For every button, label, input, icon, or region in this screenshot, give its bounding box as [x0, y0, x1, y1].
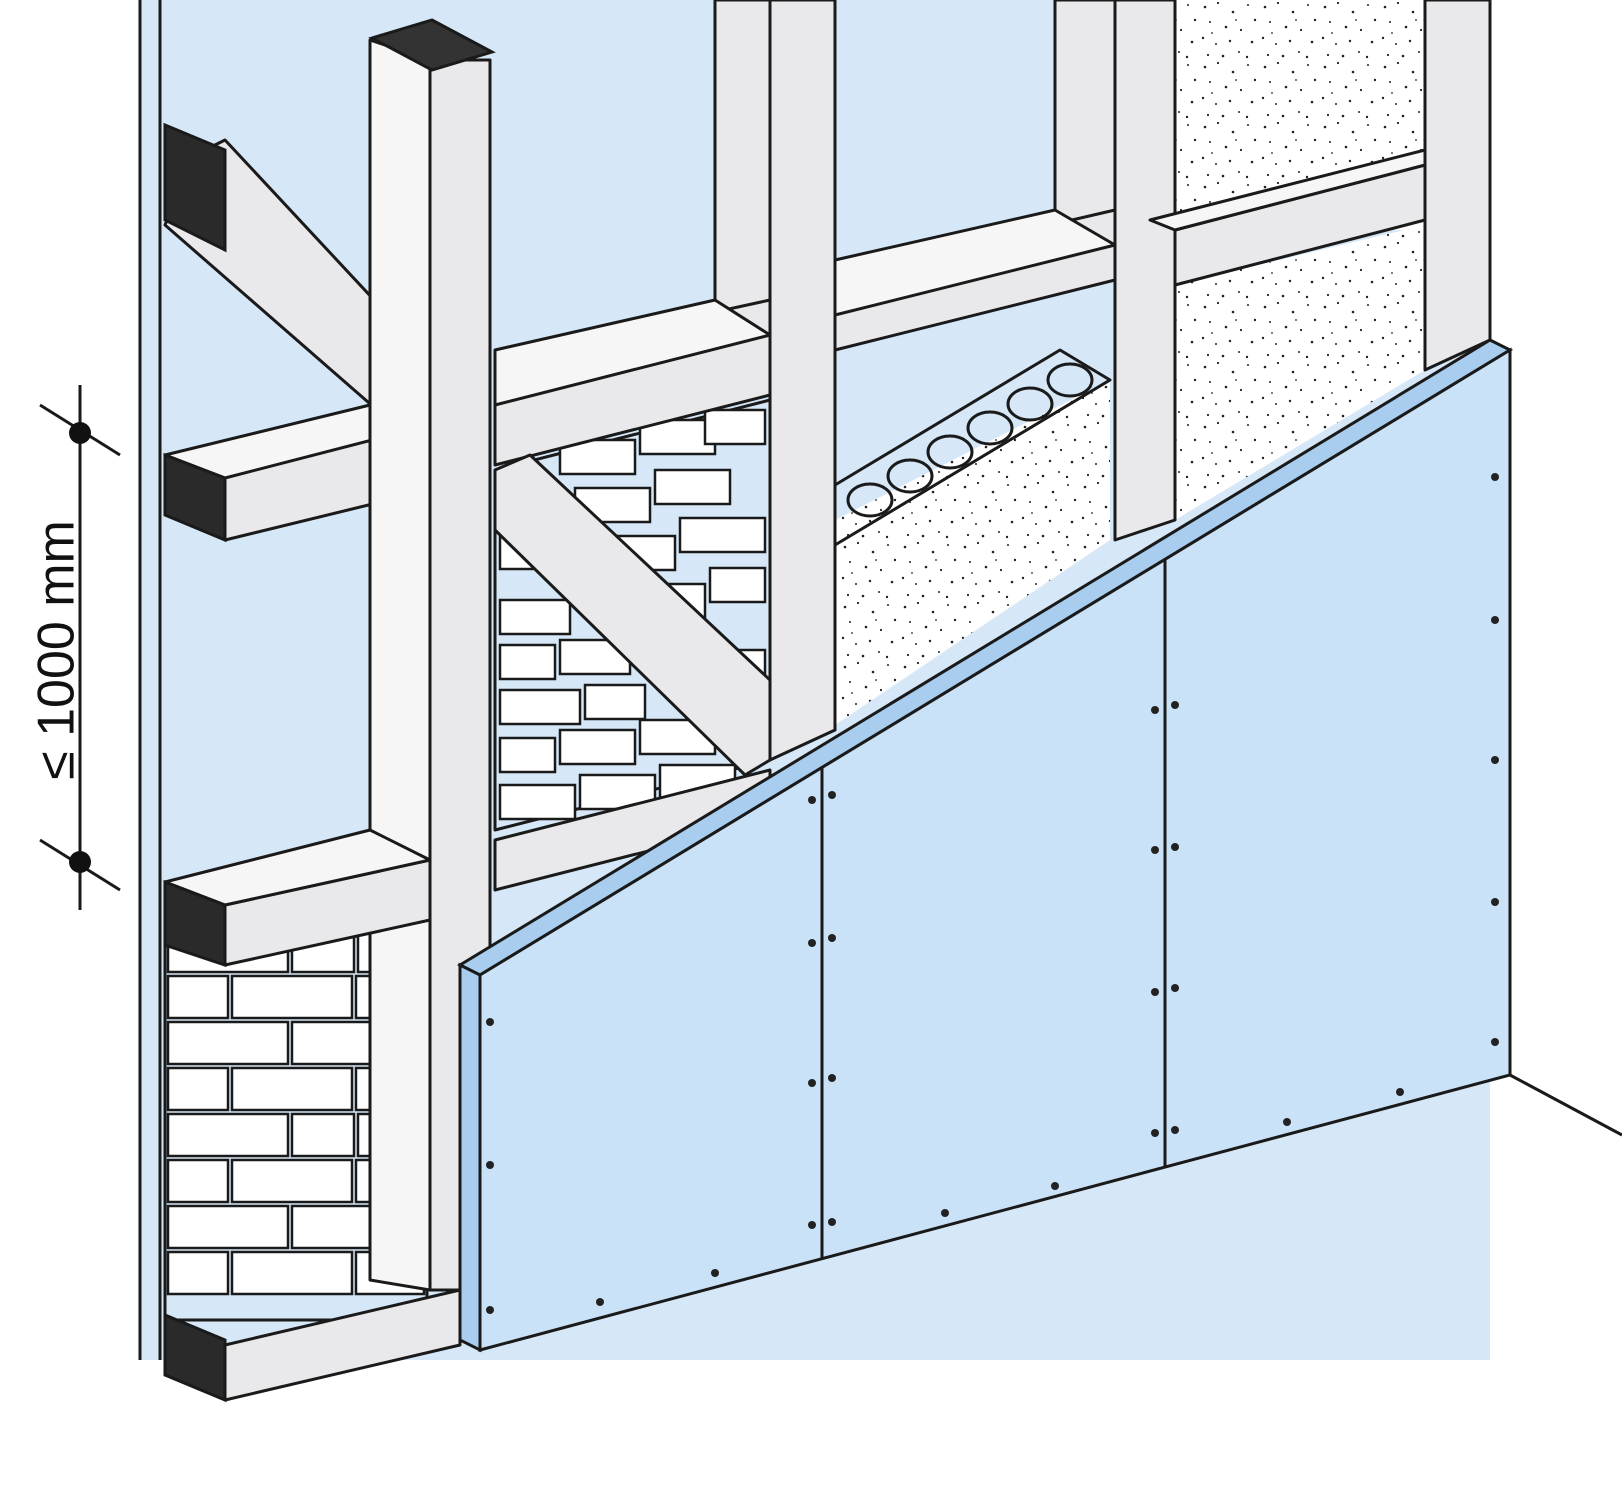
lining-board — [456, 338, 1622, 1353]
post-front-left-top — [368, 18, 496, 72]
timber-frame — [163, 0, 1492, 1403]
beam-end-mid-left — [163, 452, 227, 543]
post-back-left — [713, 0, 772, 342]
insulation-middle — [835, 380, 1110, 725]
floor-line — [1509, 1073, 1622, 1137]
dimension-dot-top — [69, 422, 91, 444]
dimension-label: ≤ 1000 mm — [28, 520, 86, 780]
sill-beam-end — [163, 1312, 227, 1403]
screws — [486, 473, 1499, 1314]
rail-upper-right-top — [1148, 148, 1427, 232]
post-far-right — [1423, 0, 1492, 372]
beam-end-upper-left — [163, 122, 227, 253]
post-back-right — [1113, 0, 1177, 542]
post-front-left-side — [368, 38, 432, 1292]
insulation-upper — [1175, 225, 1425, 520]
board-edge-left — [458, 962, 482, 1353]
dimension-dot-bottom — [69, 851, 91, 873]
beam-end-lower-left — [163, 879, 227, 968]
dimension-marker: ≤ 1000 mm — [28, 385, 121, 910]
post-front-right — [768, 0, 837, 762]
